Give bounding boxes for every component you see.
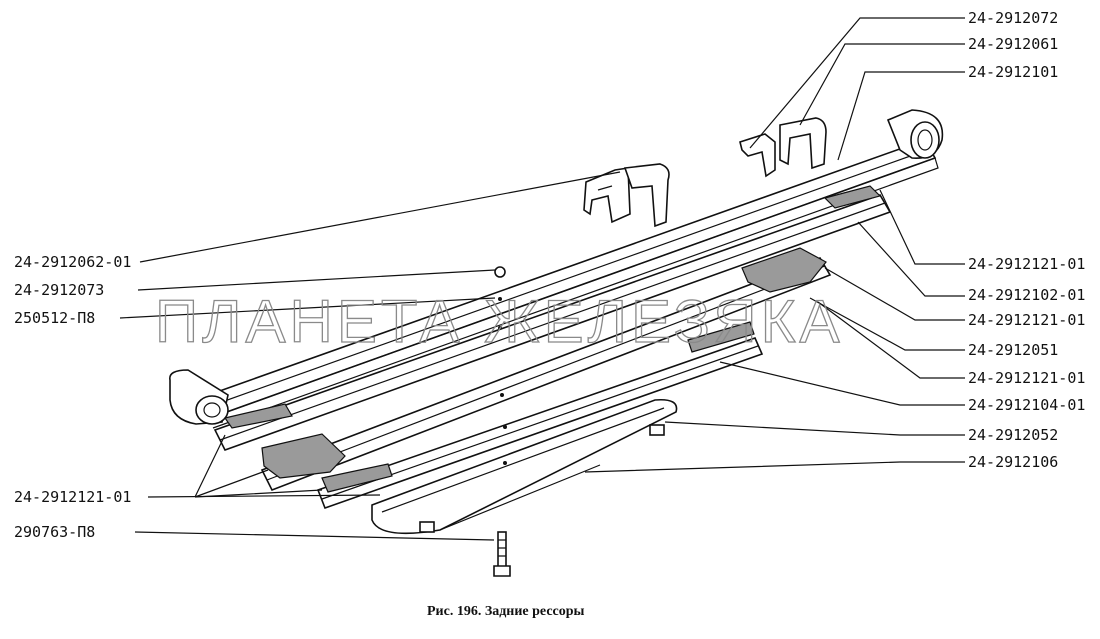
main-spring-leaf xyxy=(198,139,939,429)
label-r3: 24-2912101 xyxy=(968,63,1058,81)
center-bolt xyxy=(493,531,511,577)
watermark: ПЛАНЕТА ЖЕЛЕЗЯКА xyxy=(155,288,844,355)
label-r5: 24-2912102-01 xyxy=(968,286,1085,304)
label-r10: 24-2912052 xyxy=(968,426,1058,444)
label-r7: 24-2912051 xyxy=(968,341,1058,359)
label-r9: 24-2912104-01 xyxy=(968,396,1085,414)
label-l2: 24-2912073 xyxy=(14,281,104,299)
label-r6: 24-2912121-01 xyxy=(968,311,1085,329)
pad-third-front xyxy=(321,463,393,493)
label-r8: 24-2912121-01 xyxy=(968,369,1085,387)
fourth-spring-leaf xyxy=(316,337,764,510)
pad-fourth-mid xyxy=(687,321,755,353)
label-r11: 24-2912106 xyxy=(968,453,1058,471)
center-holes xyxy=(494,266,507,465)
front-clamp xyxy=(583,163,670,228)
label-l5: 290763-П8 xyxy=(14,523,95,541)
figure-caption: Рис. 196. Задние рессоры xyxy=(427,604,585,619)
front-spring-eye xyxy=(169,369,229,425)
third-spring-leaf xyxy=(260,257,832,492)
label-l4: 24-2912121-01 xyxy=(14,488,131,506)
leader-lines xyxy=(119,17,965,541)
pad-rear-upper xyxy=(823,185,882,209)
rear-clamp xyxy=(739,117,827,178)
label-l3: 250512-П8 xyxy=(14,309,95,327)
spring-bottom-plate xyxy=(371,398,678,535)
pad-large-front xyxy=(261,433,346,479)
pad-large-middle xyxy=(741,247,827,293)
label-r2: 24-2912061 xyxy=(968,35,1058,53)
label-l1: 24-2912062-01 xyxy=(14,253,131,271)
label-r4: 24-2912121-01 xyxy=(968,255,1085,273)
label-r1: 24-2912072 xyxy=(968,9,1058,27)
pad-front-upper xyxy=(223,403,293,429)
rear-spring-eye xyxy=(886,109,944,159)
